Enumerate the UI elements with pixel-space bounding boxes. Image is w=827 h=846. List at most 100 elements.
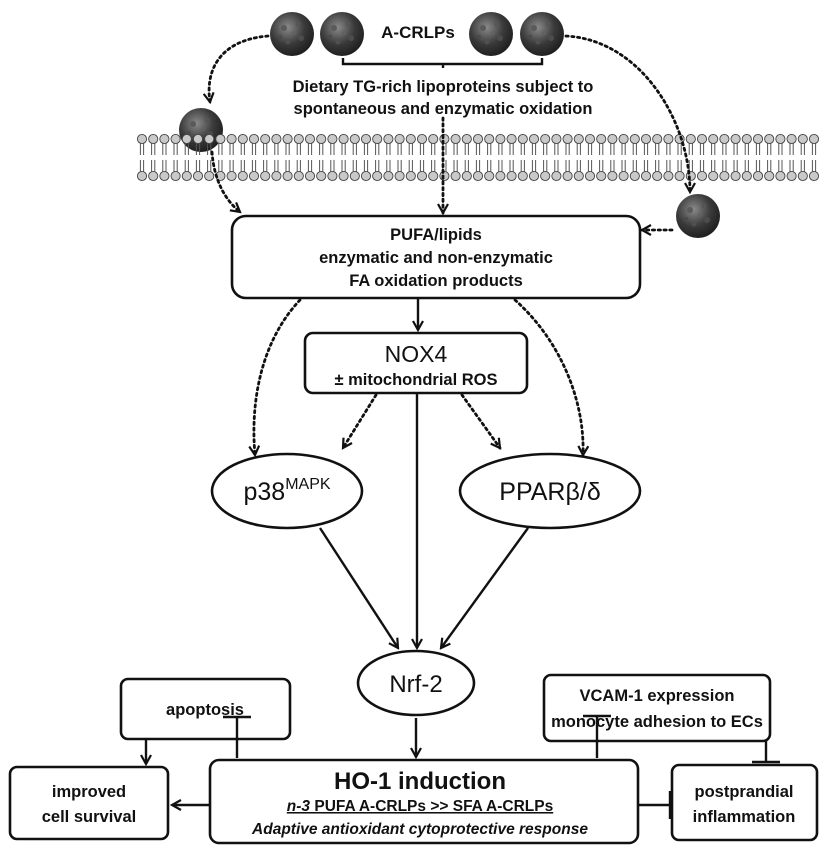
lipid-head	[640, 170, 652, 182]
p38-mapk-node	[210, 452, 364, 530]
lipid-head	[719, 170, 730, 182]
lipid-head	[226, 170, 237, 182]
lipid-head	[506, 133, 517, 145]
lipid-head	[148, 170, 159, 182]
lipid-head	[484, 170, 495, 182]
lipid-head	[327, 133, 338, 145]
lipid-head	[248, 170, 260, 182]
lipid-head	[405, 133, 416, 145]
lipid-head	[428, 133, 439, 145]
inhibit-ho1-to-inflammation	[638, 791, 672, 819]
lipid-head	[372, 170, 383, 182]
lipid-head	[551, 133, 562, 145]
nox4-subtitle: ± mitochondrial ROS	[334, 371, 497, 389]
lipid-head	[741, 133, 752, 145]
lipid-head	[573, 170, 584, 182]
cell-membrane	[136, 133, 820, 182]
lipid-head	[719, 133, 730, 145]
lipid-head	[461, 170, 472, 182]
lipoprotein-particles	[179, 12, 720, 238]
lipid-head	[170, 133, 181, 145]
lipid-head	[764, 133, 775, 145]
lipid-head	[271, 133, 282, 145]
lipid-head	[652, 133, 663, 145]
lipid-head	[495, 133, 506, 145]
p38-sup: MAPK	[285, 476, 331, 493]
lipoprotein-bracket	[341, 58, 544, 68]
pufa-lipids-box	[230, 214, 642, 300]
inhibit-ho1-to-apoptosis	[223, 715, 251, 758]
lipid-head	[260, 170, 271, 182]
ho1-line2: n-3 PUFA A-CRLPs >> SFA A-CRLPs	[287, 798, 553, 815]
lipid-head	[562, 170, 573, 182]
inflammation-line1: postprandial	[694, 783, 793, 801]
lipid-head	[596, 170, 607, 182]
lipid-head	[136, 170, 148, 182]
ho1-title: HO-1 induction	[334, 768, 506, 795]
lipid-head	[775, 133, 786, 145]
lipoprotein-caption-line1: Dietary TG-rich lipoproteins subject to	[293, 78, 594, 96]
lipid-head	[652, 170, 663, 182]
lipid-head	[629, 133, 640, 145]
lipid-head	[808, 133, 820, 145]
lipid-head	[696, 133, 708, 145]
lipid-head	[170, 170, 181, 182]
inflammation-line2: inflammation	[693, 808, 796, 826]
lipid-head	[383, 133, 394, 145]
lipid-head	[316, 170, 327, 182]
lipid-head	[495, 170, 506, 182]
lipid-head	[136, 133, 148, 145]
lipid-head	[607, 170, 618, 182]
lipid-head	[752, 170, 764, 182]
lipid-head	[159, 170, 170, 182]
lipid-head	[293, 170, 304, 182]
lipid-head	[192, 133, 204, 145]
lipid-head	[416, 170, 428, 182]
lipid-head	[293, 133, 304, 145]
lipid-head	[248, 133, 260, 145]
lipid-head	[405, 170, 416, 182]
nox4-title: NOX4	[385, 341, 448, 367]
lipid-head	[540, 170, 551, 182]
lipid-head	[752, 133, 764, 145]
lipid-head	[360, 133, 372, 145]
lipid-head	[260, 133, 271, 145]
apoptosis-label: apoptosis	[166, 701, 244, 719]
lipid-head	[797, 133, 808, 145]
lipid-head	[226, 133, 237, 145]
lipid-head	[472, 170, 484, 182]
lipid-head	[663, 133, 674, 145]
ho1-line2-rest: PUFA A-CRLPs >> SFA A-CRLPs	[310, 798, 553, 815]
lipid-head	[461, 133, 472, 145]
lipid-head	[528, 170, 540, 182]
lipid-head	[181, 170, 192, 182]
lipid-head	[237, 133, 248, 145]
dotted-arrow-pufa-to-ppar	[513, 298, 583, 455]
survival-line1: improved	[52, 783, 126, 801]
lipoprotein-label: A-CRLPs	[381, 23, 455, 42]
lipid-head	[372, 133, 383, 145]
lipid-head	[215, 133, 226, 145]
lipid-head	[696, 170, 708, 182]
lipid-head	[629, 170, 640, 182]
pufa-line2: enzymatic and non-enzymatic	[319, 249, 553, 267]
lipid-head	[741, 170, 752, 182]
lipid-head	[708, 170, 719, 182]
pufa-line3: FA oxidation products	[349, 272, 523, 290]
lipid-head	[775, 170, 786, 182]
lipid-head	[730, 133, 741, 145]
lipid-head	[394, 170, 405, 182]
nrf2-node	[356, 649, 476, 717]
lipid-head	[484, 133, 495, 145]
lipid-head	[618, 170, 629, 182]
lipid-head	[383, 170, 394, 182]
apoptosis-box	[119, 677, 292, 741]
lipid-head	[304, 170, 316, 182]
inhibit-vcam-to-inflammation	[752, 741, 780, 764]
pufa-line1: PUFA/lipids	[390, 226, 482, 244]
ho1-induction-box	[208, 758, 640, 845]
lipid-head	[237, 170, 248, 182]
vcam-line2: monocyte adhesion to ECs	[551, 713, 763, 731]
lipid-head	[316, 133, 327, 145]
